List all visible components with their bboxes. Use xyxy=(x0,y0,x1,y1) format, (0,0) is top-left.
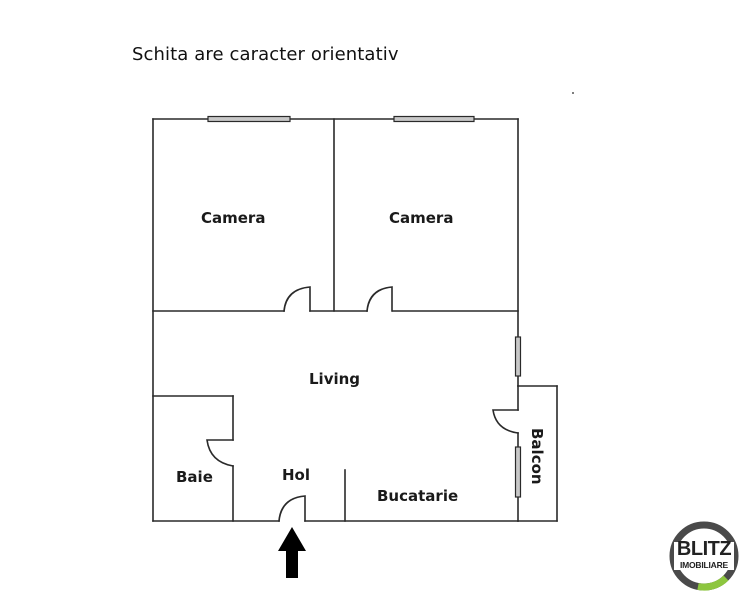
door-camera-2 xyxy=(366,286,393,312)
window-living xyxy=(514,336,522,377)
window-balcon xyxy=(514,446,522,498)
logo-sub-text: IMOBILIARE xyxy=(679,560,729,570)
room-label-baie: Baie xyxy=(176,468,213,486)
window-camera-2 xyxy=(393,115,475,123)
room-label-camera-1: Camera xyxy=(201,209,266,227)
blitz-imobiliare-logo: BLITZ IMOBILIARE xyxy=(668,520,740,592)
door-camera-1 xyxy=(283,286,311,312)
room-label-living: Living xyxy=(309,370,361,388)
room-label-hol: Hol xyxy=(282,466,311,484)
stray-mark xyxy=(572,92,574,94)
logo-brand-text: BLITZ xyxy=(676,538,732,560)
door-entrance xyxy=(278,495,306,522)
plan-disclaimer-title: Schita are caracter orientativ xyxy=(132,44,399,65)
entrance-arrow-icon xyxy=(278,527,306,578)
door-balcon xyxy=(492,409,519,434)
door-baie xyxy=(206,439,234,467)
room-label-camera-2: Camera xyxy=(389,209,454,227)
logo-ring-icon xyxy=(669,521,739,591)
window-camera-1 xyxy=(207,115,291,123)
room-label-bucatarie: Bucatarie xyxy=(377,487,459,505)
room-label-balcon: Balcon xyxy=(528,428,546,485)
